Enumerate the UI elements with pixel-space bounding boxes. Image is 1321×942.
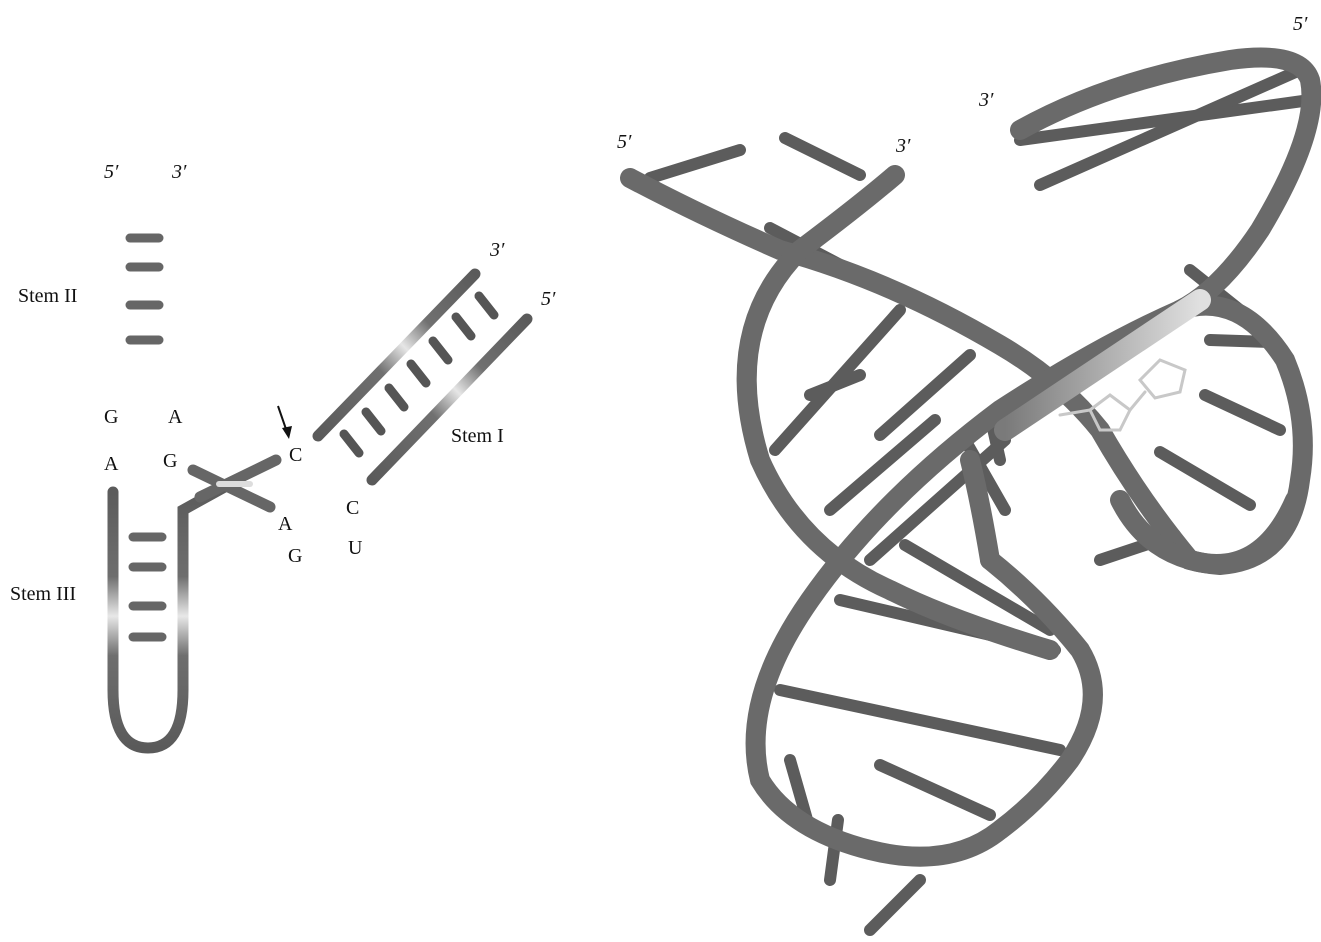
catalytic-core-strands — [187, 454, 282, 513]
stem-2-three-prime-label: 3′ — [171, 161, 187, 183]
stem-3-base-pairs — [128, 532, 167, 642]
stem-1-five-prime-label: 5′ — [541, 288, 556, 310]
nucleotide-a-left: A — [104, 453, 119, 475]
nucleotide-u-stem1: U — [348, 537, 363, 559]
stem-3-hairpin-strand — [107, 478, 236, 754]
stem-1-three-prime-label: 3′ — [489, 239, 505, 261]
cleavage-site-arrow — [277, 405, 292, 439]
stem-1-strand-bottom — [366, 313, 533, 486]
structure-3d-three-prime-mid-label: 3′ — [895, 135, 911, 157]
stem-3-label: Stem III — [10, 583, 76, 605]
nucleotide-g-under-stem2: G — [104, 406, 118, 428]
structure-3d-three-prime-top-label: 3′ — [978, 89, 994, 111]
stem-2-base-pairs — [125, 233, 164, 345]
stem-1 — [312, 268, 533, 486]
nucleotide-c-cleavage: C — [289, 444, 302, 466]
stem-3 — [107, 478, 236, 754]
stem-1-base-pairs — [339, 291, 499, 458]
schematic-diagram: Stem II Stem III Stem I 5′ 3′ 3′ 5′ G A … — [10, 161, 556, 754]
structure-3d-backbone — [620, 47, 1321, 867]
structure-3d-highlight — [994, 289, 1211, 441]
nucleotide-c-stem1: C — [346, 497, 359, 519]
structure-3d-five-prime-top-right-label: 5′ — [1293, 13, 1308, 35]
structure-3d-five-prime-left-label: 5′ — [617, 131, 632, 153]
nucleotide-a-core: A — [278, 513, 293, 535]
nucleotide-g-mid: G — [163, 450, 177, 472]
stem-1-strand-top — [312, 268, 481, 442]
stem-2-five-prime-label: 5′ — [104, 161, 119, 183]
stem-1-label: Stem I — [451, 425, 504, 447]
stem-2-label: Stem II — [18, 285, 77, 307]
nucleotide-g-core: G — [288, 545, 302, 567]
nucleotide-a-under-stem2: A — [168, 406, 183, 428]
structure-3d: 5′ 3′ 3′ 5′ — [617, 13, 1321, 936]
stem-2 — [107, 191, 182, 391]
